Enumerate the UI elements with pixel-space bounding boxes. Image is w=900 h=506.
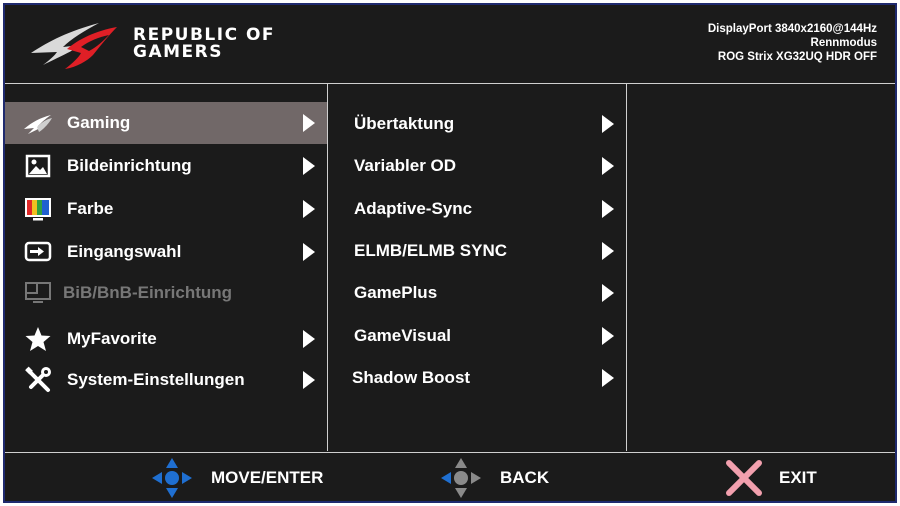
menu-item-gaming[interactable]: Gaming — [5, 102, 327, 144]
pip-icon — [25, 282, 51, 303]
arrow-right-icon — [602, 284, 614, 302]
arrow-right-icon — [303, 157, 315, 175]
input-icon — [24, 241, 52, 262]
submenu-item-label: Adaptive-Sync — [354, 199, 473, 218]
menu-item-label: BiB/BnB-Einrichtung — [63, 283, 233, 302]
submenu-item-adaptive-sync[interactable]: Adaptive-Sync — [328, 188, 626, 230]
rog-logo-icon — [31, 23, 117, 69]
submenu-item-label: Variabler OD — [354, 156, 457, 175]
submenu-item-gameplus[interactable]: GamePlus — [328, 272, 626, 314]
header: REPUBLIC OF GAMERS DisplayPort 3840x2160… — [5, 5, 895, 84]
submenu-item-label: GameVisual — [354, 326, 452, 345]
exit-button[interactable]: EXIT — [725, 453, 817, 502]
arrow-right-icon — [602, 242, 614, 260]
menu-item-farbe[interactable]: Farbe — [5, 188, 327, 230]
back-button[interactable]: BACK — [440, 453, 549, 502]
brand-name: REPUBLIC OF GAMERS — [133, 27, 275, 61]
arrow-right-icon — [303, 114, 315, 132]
arrow-right-icon — [303, 330, 315, 348]
arrow-right-icon — [602, 200, 614, 218]
menu-item-label: Farbe — [67, 199, 114, 218]
image-icon — [25, 154, 51, 178]
arrow-right-icon — [303, 371, 315, 389]
menu-item-label: Bildeinrichtung — [67, 156, 192, 175]
dpad-back-icon — [441, 457, 481, 498]
arrow-right-icon — [303, 243, 315, 261]
detail-panel — [627, 84, 895, 451]
back-label: BACK — [500, 467, 550, 487]
brand-line-1: REPUBLIC OF — [133, 25, 276, 45]
submenu-item-gamevisual[interactable]: GameVisual — [328, 315, 626, 357]
color-bars-icon — [25, 198, 51, 221]
main-menu: Gaming Bildeinrichtung Farbe — [5, 84, 328, 451]
menu-item-label: Gaming — [67, 113, 131, 132]
status-model-hdr: ROG Strix XG32UQ HDR OFF — [717, 51, 877, 63]
status-mode: Rennmodus — [810, 37, 877, 49]
arrow-right-icon — [602, 115, 614, 133]
submenu-item-label: ELMB/ELMB SYNC — [354, 241, 507, 260]
exit-label: EXIT — [779, 467, 817, 487]
status-info: DisplayPort 3840x2160@144Hz Rennmodus RO… — [708, 22, 877, 64]
submenu-item-label: Shadow Boost — [352, 368, 471, 387]
brand-line-2: GAMERS — [133, 42, 223, 62]
dpad-blue-icon — [152, 457, 192, 498]
menu-item-system-einstellungen[interactable]: System-Einstellungen — [5, 359, 327, 401]
footer: MOVE/ENTER BACK EXIT — [5, 452, 895, 502]
menu-item-bib-bnb: BiB/BnB-Einrichtung — [5, 272, 327, 314]
submenu-item-label: Übertaktung — [354, 114, 455, 133]
submenu-item-shadow-boost[interactable]: Shadow Boost — [328, 357, 626, 399]
menu-item-label: MyFavorite — [67, 329, 157, 348]
menu-item-myfavorite[interactable]: MyFavorite — [5, 318, 327, 360]
submenu-item-variabler-od[interactable]: Variabler OD — [328, 145, 626, 187]
tools-icon — [25, 366, 51, 392]
arrow-right-icon — [602, 369, 614, 387]
menu-item-label: Eingangswahl — [67, 242, 182, 261]
menu-item-label: System-Einstellungen — [67, 370, 245, 389]
menu-item-bildeinrichtung[interactable]: Bildeinrichtung — [5, 145, 327, 187]
rog-eye-icon — [24, 115, 52, 134]
arrow-right-icon — [602, 327, 614, 345]
sub-menu: Übertaktung Variabler OD Adaptive-Sync E… — [328, 84, 627, 451]
move-enter-label: MOVE/ENTER — [211, 467, 324, 487]
menu-item-eingangswahl[interactable]: Eingangswahl — [5, 231, 327, 273]
close-icon — [726, 459, 762, 496]
star-icon — [25, 327, 51, 351]
move-enter-button[interactable]: MOVE/ENTER — [151, 453, 323, 502]
arrow-right-icon — [303, 200, 315, 218]
status-input-resolution: DisplayPort 3840x2160@144Hz — [707, 23, 877, 35]
submenu-item-uebertaktung[interactable]: Übertaktung — [328, 103, 626, 145]
submenu-item-label: GamePlus — [354, 283, 438, 302]
submenu-item-elmb[interactable]: ELMB/ELMB SYNC — [328, 230, 626, 272]
osd-menu: REPUBLIC OF GAMERS DisplayPort 3840x2160… — [3, 3, 897, 503]
arrow-right-icon — [602, 157, 614, 175]
